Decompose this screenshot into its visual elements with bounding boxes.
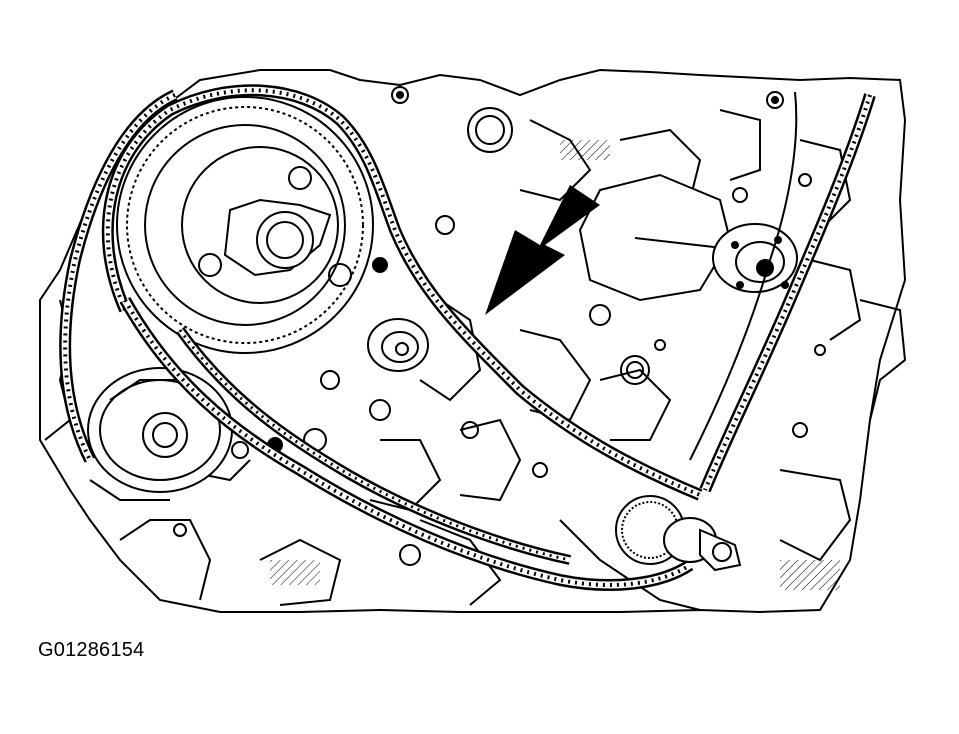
shading	[270, 140, 840, 590]
camshaft-sprocket	[116, 96, 374, 354]
upper-timing-chain	[101, 84, 703, 501]
bolt-details	[173, 86, 826, 566]
tensioner-sprocket	[87, 367, 233, 493]
crankshaft-sprocket	[615, 495, 742, 572]
water-pump	[578, 173, 798, 302]
lower-timing-chain	[119, 297, 694, 591]
figure-code-label: G01286154	[38, 639, 145, 661]
left-outer-chain	[59, 89, 178, 463]
engine-block	[39, 68, 907, 614]
arrow-icon	[485, 185, 600, 315]
right-timing-chain	[689, 91, 876, 493]
idler-pulley	[367, 318, 429, 372]
